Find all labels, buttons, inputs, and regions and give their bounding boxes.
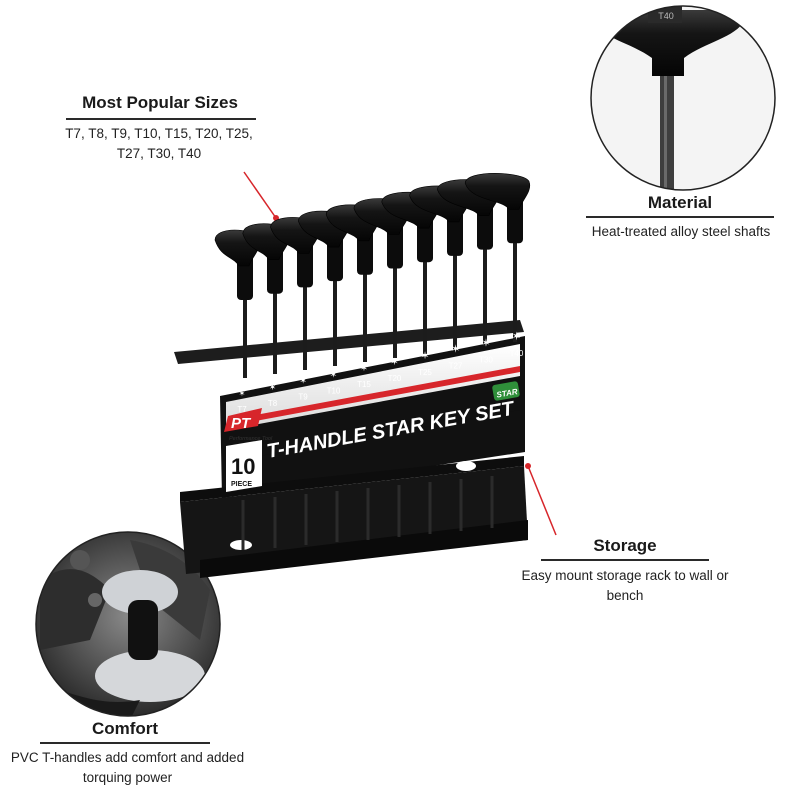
size-label: T20 [388, 374, 402, 383]
storage-leader-dot [525, 463, 531, 469]
svg-text:PIECE: PIECE [231, 481, 252, 488]
comfort-text: PVC T-handles add comfort and added torq… [10, 750, 245, 785]
size-star-icon: ✶ [299, 376, 306, 386]
star-badge: STAR [492, 381, 520, 401]
key-shaft [453, 227, 457, 350]
sizes-underline [66, 118, 256, 120]
size-label: T9 [298, 393, 308, 402]
key-shaft [513, 215, 517, 342]
size-star-icon: ✶ [330, 369, 338, 379]
size-label: T8 [268, 399, 278, 408]
svg-text:STAR: STAR [496, 387, 519, 400]
size-label: T40 [510, 349, 524, 358]
size-star-icon: ✶ [421, 351, 430, 362]
comfort-underline [40, 742, 210, 744]
storage-title: Storage [593, 536, 657, 555]
size-star-icon: ✶ [512, 330, 522, 343]
svg-text:10: 10 [231, 454, 255, 479]
handle-grip [464, 173, 531, 210]
svg-text:Performance Tool: Performance Tool [229, 436, 273, 442]
sizes-leader [243, 171, 277, 219]
size-star-icon: ✶ [451, 344, 460, 356]
material-text: Heat-treated alloy steel shafts [591, 224, 771, 239]
storage-rack [174, 320, 528, 578]
size-star-icon: ✶ [239, 389, 246, 398]
key-shaft [363, 246, 367, 362]
material-underline [586, 216, 774, 218]
key-shaft [333, 253, 337, 366]
size-label: T30 [479, 355, 493, 364]
size-star-icon: ✶ [269, 382, 276, 392]
size-label: T15 [357, 380, 371, 389]
key-shaft [423, 234, 427, 354]
material-closeup [591, 6, 775, 190]
storage-leader [527, 465, 557, 536]
size-labels: ✶ T7 ✶ T8 ✶ T9 ✶ T10 ✶ T15 ✶ T20 ✶ T25 ✶ T27 ✶ T30 ✶ T40 [237, 330, 524, 414]
sizes-text: T7, T8, T9, T10, T15, T20, T25, T27, T30… [65, 126, 253, 161]
size-label: T10 [327, 386, 341, 395]
key-shaft [483, 221, 487, 346]
size-label: T7 [237, 405, 247, 414]
size-star-icon: ✶ [481, 337, 490, 349]
size-star-icon: ✶ [360, 363, 368, 374]
material-title: Material [647, 193, 713, 212]
key-shaft [273, 265, 277, 374]
key-shaft [303, 259, 307, 370]
brand-logo: PT Performance Tool [224, 408, 273, 442]
storage-underline [541, 559, 709, 561]
size-label: T25 [418, 368, 432, 377]
closeup-tag: T40 [658, 11, 674, 21]
key-shaft [243, 272, 247, 378]
svg-text:PT: PT [231, 415, 252, 432]
storage-text: Easy mount storage rack to wall or bench [521, 568, 729, 603]
size-label: T27 [449, 362, 463, 371]
comfort-title: Comfort [91, 719, 159, 738]
sizes-title: Most Popular Sizes [82, 93, 238, 112]
piece-count-badge: 10 PIECE [226, 440, 262, 492]
size-star-icon: ✶ [390, 357, 398, 368]
t-handles [214, 173, 531, 378]
key-shaft [393, 240, 397, 358]
